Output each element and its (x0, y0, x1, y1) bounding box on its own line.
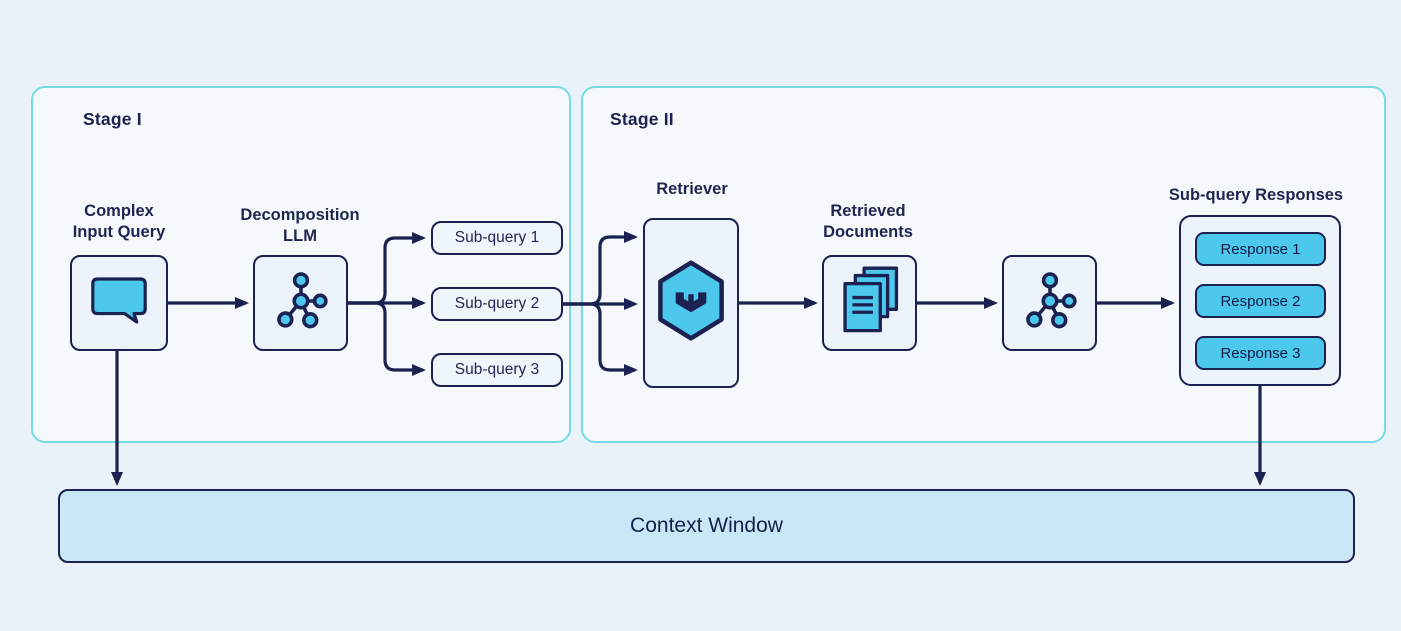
retriever-box (643, 218, 739, 388)
subquery-responses-box: Response 1 Response 2 Response 3 (1179, 215, 1341, 386)
document-stack-icon (839, 266, 901, 340)
label-line: LLM (283, 227, 317, 245)
label-line: Complex (84, 202, 154, 220)
stage-1-title: Stage I (83, 109, 142, 129)
chat-bubble-icon (90, 276, 148, 330)
stage-2-title: Stage II (610, 109, 674, 129)
subquery-pill-1: Sub-query 1 (431, 221, 563, 255)
label-line: Decomposition (240, 206, 360, 224)
generation-llm-box (1002, 255, 1097, 351)
response-pill-2: Response 2 (1195, 284, 1326, 318)
decomposition-llm-box (253, 255, 348, 351)
context-window-bar: Context Window (58, 489, 1355, 563)
retriever-label: Retriever (656, 180, 728, 198)
retrieved-documents-box (822, 255, 917, 351)
label-line: Input Query (72, 223, 166, 241)
subquery-responses-label: Sub-query Responses (1168, 186, 1344, 204)
response-pill-1: Response 1 (1195, 232, 1326, 266)
label-line: Retrieved (830, 202, 906, 220)
weaviate-hexagon-icon (655, 260, 727, 346)
subquery-pill-3: Sub-query 3 (431, 353, 563, 387)
decomposition-llm-label: Decomposition LLM (220, 205, 380, 247)
network-nodes-icon (1018, 269, 1082, 338)
subquery-pill-2: Sub-query 2 (431, 287, 563, 321)
network-nodes-icon (269, 269, 333, 338)
label-line: Documents (823, 223, 913, 241)
complex-input-query-label: Complex Input Query (49, 201, 189, 243)
complex-input-query-box (70, 255, 168, 351)
response-pill-3: Response 3 (1195, 336, 1326, 370)
retrieved-documents-label: Retrieved Documents (788, 201, 948, 243)
